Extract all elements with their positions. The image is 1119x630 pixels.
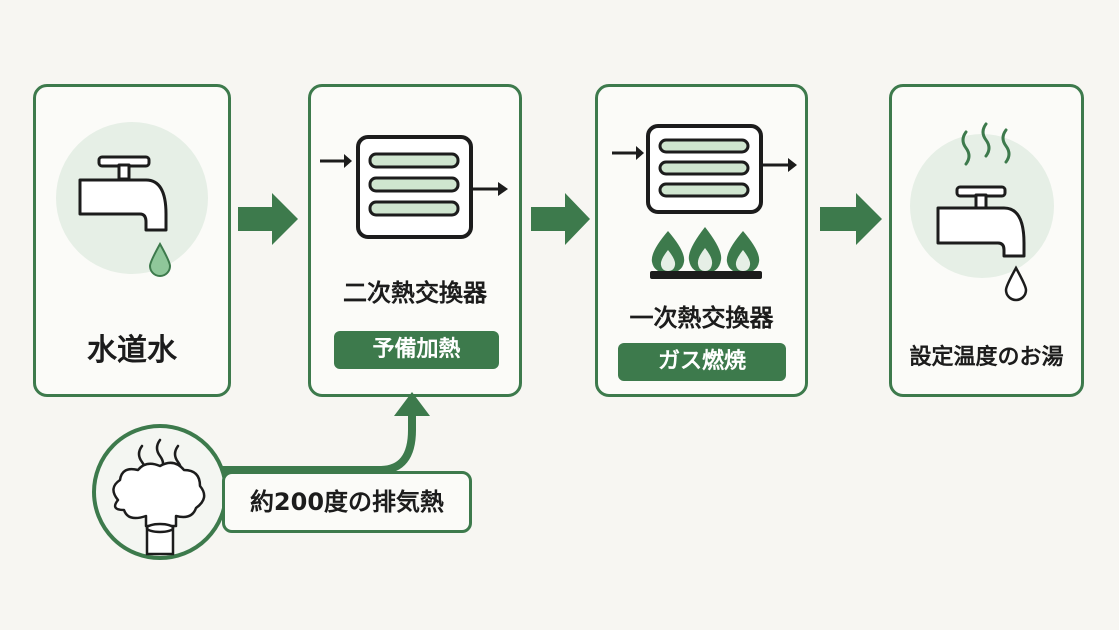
exhaust-heat-label: 約200度の排気熱 — [222, 471, 472, 533]
step-primary-exchanger-title: 一次熱交換器 — [629, 304, 774, 332]
step-secondary-exchanger-title: 二次熱交換器 — [343, 279, 487, 307]
arrow-right-icon — [238, 193, 298, 245]
exhaust-smoke-icon — [112, 461, 206, 528]
flame-icon — [651, 231, 685, 273]
step-hot-water-title: 設定温度のお湯 — [909, 345, 1064, 370]
steam-icon — [961, 122, 1011, 166]
burner-bar — [650, 271, 762, 279]
flame-icon — [726, 231, 760, 273]
preheat-badge: 予備加熱 — [334, 331, 499, 369]
faucet-icon — [936, 185, 1026, 258]
outlet-arrow-icon — [473, 182, 508, 196]
arrow-right-icon — [531, 193, 590, 245]
exhaust-heat-connector — [205, 414, 416, 474]
water-drop-icon — [1004, 265, 1028, 302]
water-drop-icon — [148, 241, 172, 277]
flame-icon — [688, 227, 722, 273]
inlet-arrow-icon — [320, 154, 352, 168]
outlet-arrow-icon — [763, 158, 797, 172]
heat-exchanger-icon — [646, 124, 763, 214]
step-tap-water-title: 水道水 — [87, 333, 177, 368]
heat-exchanger-icon — [356, 135, 473, 239]
faucet-icon — [78, 155, 168, 232]
gas-combustion-badge: ガス燃焼 — [618, 343, 786, 381]
inlet-arrow-icon — [612, 146, 644, 160]
arrow-up-icon — [394, 392, 430, 416]
chimney-icon — [145, 522, 175, 556]
arrow-right-icon — [820, 193, 882, 245]
